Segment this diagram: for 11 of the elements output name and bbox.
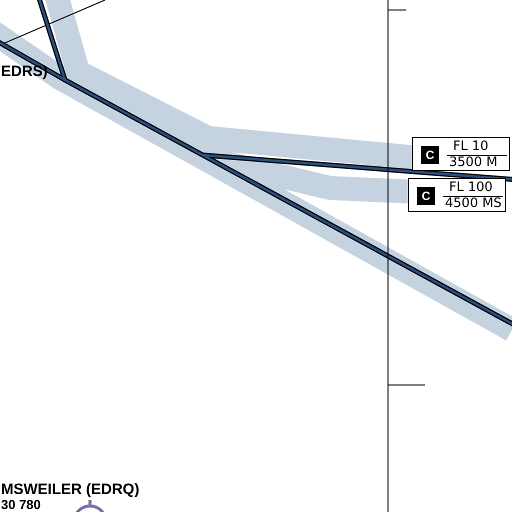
altitude-text: 4500 MS: [445, 196, 502, 211]
route-label-box: [408, 178, 506, 212]
airspace-class-badge: C: [417, 187, 435, 205]
flight-level-text: FL 10: [453, 139, 488, 154]
airfield-name: EDRS): [1, 64, 48, 80]
route-label-box: [412, 137, 510, 171]
flight-level-text: FL 100: [449, 180, 493, 195]
altitude-text: 3500 M: [449, 155, 498, 170]
airspace-class-badge: C: [421, 146, 439, 164]
frequency-text: 30 780: [1, 498, 41, 511]
airfield-name: MSWEILER (EDRQ): [1, 482, 140, 498]
